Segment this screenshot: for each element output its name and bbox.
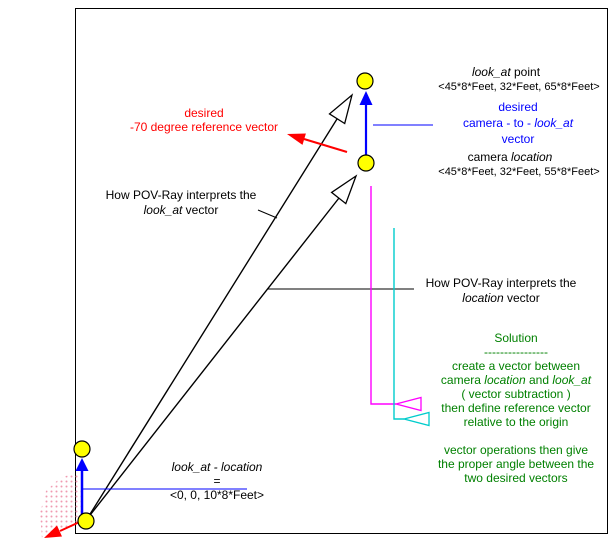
subtraction-line3: <0, 0, 10*8*Feet>	[169, 488, 265, 502]
vector-word: vector	[503, 291, 540, 305]
solution-line: create a vector between	[451, 359, 581, 373]
lookat-point-coords: <45*8*Feet, 32*Feet, 65*8*Feet>	[438, 81, 600, 93]
camera-to-text: camera - to -	[462, 116, 535, 130]
solution-line: ( vector subtraction )	[461, 387, 571, 401]
camera-location-coords: <45*8*Feet, 32*Feet, 55*8*Feet>	[438, 166, 600, 178]
subtraction-line2: =	[213, 474, 221, 488]
reference-vector-label: desired -70 degree reference vector	[118, 106, 290, 134]
cyan-guide-arrowhead	[401, 411, 430, 427]
origin-up-marker	[73, 440, 91, 458]
solution-divider: ----------------	[484, 345, 548, 359]
desired-camera-vector-line1: desired	[498, 100, 538, 114]
lookat-word: look_at	[552, 373, 592, 387]
lookat-point-label: look_at point	[408, 65, 604, 80]
camera-to-lookat-arrowhead	[359, 91, 373, 105]
camera-word: camera	[467, 150, 511, 164]
origin-up-arrowhead	[75, 458, 89, 471]
solution-line: vector operations then give	[443, 443, 589, 457]
reference-vector-arrowhead	[287, 133, 306, 145]
lookat-arrow-shaft	[86, 118, 338, 520]
solution-label: Solution ---------------- create a vecto…	[425, 331, 607, 485]
vector-subtraction-label: look_at - location = <0, 0, 10*8*Feet>	[138, 460, 296, 502]
location-arrowhead	[330, 174, 358, 205]
solution-line: relative to the origin	[463, 415, 569, 429]
location-word: location	[484, 373, 526, 387]
interpret-lookat-label: How POV-Ray interprets the look_at vecto…	[93, 188, 269, 218]
solution-spacer	[425, 429, 607, 443]
solution-line: the proper angle between the	[437, 457, 595, 471]
origin-reference-arrowhead	[44, 525, 62, 538]
lookat-word: look_at	[534, 116, 574, 130]
desired-camera-vector-line2: camera - to - look_at	[428, 115, 608, 131]
location-word: location	[462, 291, 504, 305]
desired-camera-vector-label: desired camera - to - look_at vector	[428, 99, 608, 147]
interpret-lookat-line2: look_at vector	[93, 203, 269, 218]
lookat-point-marker	[356, 72, 374, 90]
location-arrow-shaft	[86, 197, 340, 520]
lookat-word: look_at	[471, 65, 511, 79]
interpret-lookat-line1: How POV-Ray interprets the	[105, 188, 257, 202]
lookat-label-connector	[257, 209, 278, 219]
interpret-location-line1: How POV-Ray interprets the	[425, 276, 577, 290]
camera-location-label: camera location	[428, 150, 592, 165]
point-word: point	[510, 65, 541, 79]
location-word: location	[510, 150, 553, 164]
diagram-frame	[75, 8, 608, 534]
magenta-guide-arrowhead	[393, 396, 422, 412]
solution-line: then define reference vector	[441, 401, 591, 415]
subtraction-line1: look_at - location	[171, 460, 263, 474]
lookat-word: look_at	[143, 203, 183, 217]
reference-vector-line2: -70 degree reference vector	[129, 120, 279, 134]
reference-vector-arrow-shaft	[303, 138, 348, 153]
solution-line: camera location and look_at	[425, 373, 607, 387]
angle-wedge	[40, 472, 86, 539]
lookat-arrowhead	[328, 93, 354, 125]
origin-marker	[77, 512, 95, 530]
and-word: and	[525, 373, 553, 387]
vector-word: vector	[182, 203, 219, 217]
camera-word: camera	[440, 373, 485, 387]
solution-title: Solution	[494, 331, 538, 345]
solution-line: two desired vectors	[464, 471, 568, 485]
magenta-guide-line	[370, 186, 396, 405]
desired-camera-vector-line3: vector	[501, 132, 535, 146]
interpret-location-label: How POV-Ray interprets the location vect…	[413, 276, 589, 306]
reference-vector-line1: desired	[184, 106, 224, 120]
camera-location-marker	[357, 154, 375, 172]
interpret-location-line2: location vector	[413, 291, 589, 306]
cyan-guide-line	[393, 228, 404, 420]
